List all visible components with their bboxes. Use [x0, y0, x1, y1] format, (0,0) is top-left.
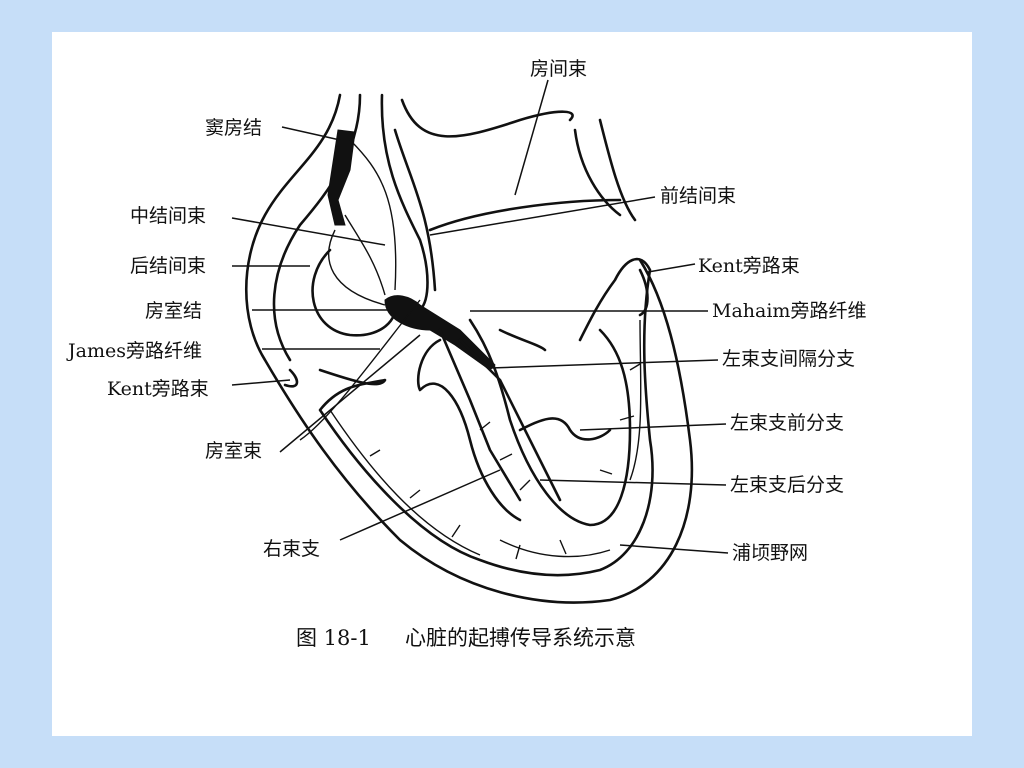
- heart-outline: [245, 93, 694, 604]
- label-middle-internodal: 中结间束: [130, 205, 206, 227]
- label-left-posterior: 左束支后分支: [730, 474, 844, 496]
- label-av-node: 房室结: [145, 300, 202, 322]
- label-left-anterior: 左束支前分支: [730, 412, 844, 434]
- conduction-system: [299, 129, 642, 560]
- label-kent-right: Kent旁路束: [698, 255, 800, 277]
- label-anterior-internodal: 前结间束: [660, 185, 736, 207]
- leader-lines: [231, 79, 729, 554]
- label-posterior-internodal: 后结间束: [130, 255, 206, 277]
- label-james: James旁路纤维: [66, 340, 202, 362]
- label-sinoatrial-node: 窦房结: [205, 117, 262, 139]
- figure-caption: 心脏的起搏传导系统示意: [405, 626, 636, 650]
- label-his-bundle: 房室束: [205, 440, 262, 462]
- label-left-septal: 左束支间隔分支: [722, 348, 855, 370]
- label-mahaim: Mahaim旁路纤维: [712, 300, 866, 322]
- slide-panel: [52, 32, 972, 736]
- label-right-bundle: 右束支: [263, 538, 320, 560]
- label-purkinje: 浦顷野网: [732, 542, 808, 564]
- figure-number: 图 18-1: [296, 626, 371, 650]
- sinoatrial-node-shape: [327, 129, 356, 226]
- label-kent-left: Kent旁路束: [107, 378, 209, 400]
- label-interatrial-bundle: 房间束: [530, 58, 587, 80]
